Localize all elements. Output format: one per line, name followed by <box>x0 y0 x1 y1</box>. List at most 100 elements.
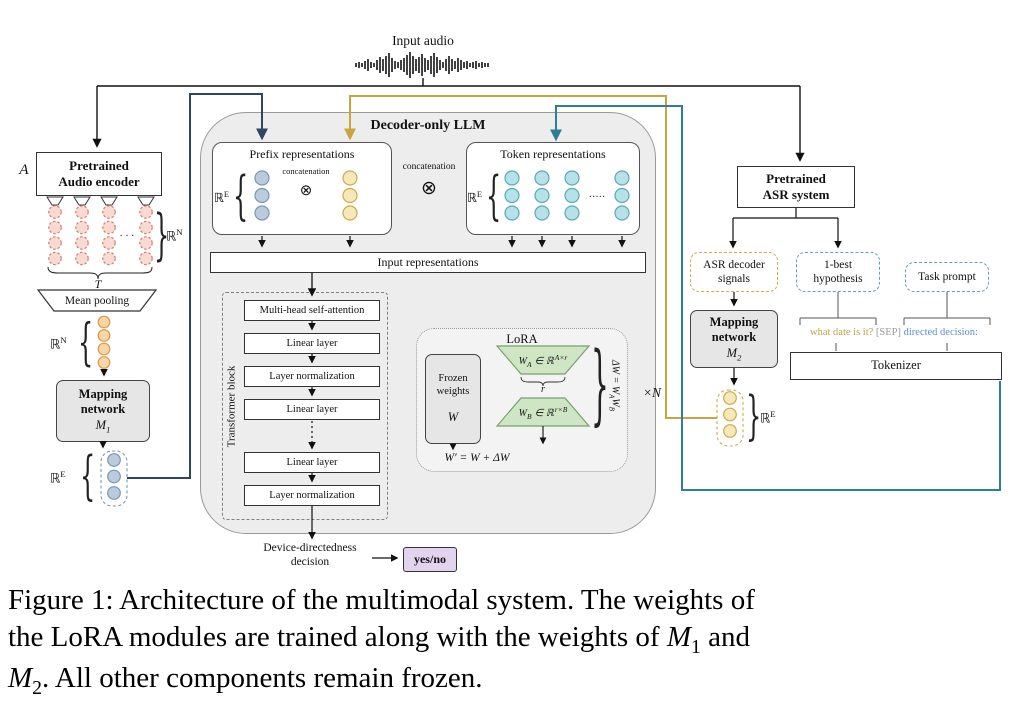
mapping-network-m1-box: Mapping network M1 <box>56 380 150 442</box>
decision-label: Device-directedness decision <box>248 542 372 569</box>
m1-network-line: network <box>80 402 126 417</box>
caption-line2-post: and <box>700 621 750 654</box>
decision-line2: decision <box>290 555 330 568</box>
task-prompt-box: Task prompt <box>905 262 989 292</box>
asr-system-box: Pretrained ASR system <box>737 166 855 208</box>
delta-w-label: ΔW = WAWB <box>607 339 620 431</box>
input-representations-box: Input representations <box>210 252 646 273</box>
asr-line1: Pretrained <box>766 170 826 186</box>
prompt-part2: [SEP] <box>875 327 901 338</box>
transformer-layer-2: Layer normalization <box>244 366 380 387</box>
caption-line3-sub: 2 <box>32 676 43 699</box>
audio-encoder-box: Pretrained Audio encoder <box>36 152 162 196</box>
rn-label: ℝN <box>166 227 183 244</box>
mean-pooling: Mean pooling <box>36 289 158 312</box>
m1-embedding-brace: { <box>80 445 96 507</box>
caption-line1-text: Figure 1: Architecture of the multimodal… <box>8 584 755 616</box>
re-token-sup: E <box>476 189 483 199</box>
hypothesis-line2: hypothesis <box>813 273 863 285</box>
transformer-layer-5: Layer normalization <box>244 485 380 506</box>
re-label-m2: ℝE <box>760 409 776 426</box>
transformer-layer-1: Linear layer <box>244 333 380 354</box>
transformer-layer-0: Multi-head self-attention <box>244 300 380 321</box>
m2-embedding-outline <box>716 389 744 447</box>
audio-waveform <box>355 52 489 78</box>
frozen-line1: Frozen <box>438 373 468 385</box>
token-brace: { <box>486 165 502 227</box>
re-prefix-sup: E <box>223 189 230 199</box>
decision-line1: Device-directedness <box>263 542 357 554</box>
caption-line3: M2. All other components remain frozen. <box>8 660 1020 701</box>
re-m2-base: ℝ <box>760 410 771 426</box>
decoder-llm-title: Decoder-only LLM <box>370 118 486 133</box>
prompt-text: what date is it? [SEP] directed decision… <box>782 327 1006 339</box>
prompt-part1: what date is it? <box>810 327 874 338</box>
re-token-base: ℝ <box>467 191 477 206</box>
m1-base: M <box>95 418 107 433</box>
re-m1-base: ℝ <box>50 470 61 486</box>
rn-sup: N <box>176 227 183 237</box>
hypothesis-line1: 1-best <box>823 258 853 271</box>
yes-no-box: yes/no <box>403 547 457 572</box>
m1-label: M1 <box>96 418 111 435</box>
otimes-outer: ⊗ <box>421 178 437 199</box>
frozen-line2: weights <box>436 386 470 398</box>
caption-line2-pre: the LoRA modules are trained along with … <box>8 621 667 654</box>
decoder-signals-line1: ASR decoder <box>703 258 765 271</box>
caption-line3-m: M <box>8 662 33 695</box>
mapping-network-m2-box: Mapping network M2 <box>690 310 778 368</box>
m2-embedding-brace: } <box>746 385 762 447</box>
w-prime-formula: W′ = W + ΔW <box>444 452 510 464</box>
re-label-token: ℝE <box>467 189 482 206</box>
asr-line2: ASR system <box>762 187 830 202</box>
encoder-dots: · · · <box>120 231 135 242</box>
orange-brace: { <box>78 312 94 372</box>
mean-pooling-label: Mean pooling <box>65 295 129 307</box>
frozen-weights-box: Frozen weights W <box>425 354 481 444</box>
frozen-w: W <box>447 410 459 425</box>
prefix-title: Prefix representations <box>249 147 355 161</box>
concatenation-label-outer: concatenation <box>402 162 456 172</box>
one-best-hypothesis-box: 1-best hypothesis <box>796 252 880 292</box>
dw-sub2: B <box>607 406 615 411</box>
input-audio-label: Input audio <box>392 33 454 48</box>
token-title: Token representations <box>500 147 606 161</box>
rn2-base: ℝ <box>50 336 61 352</box>
t-label: T <box>94 277 102 291</box>
otimes-inner: ⊗ <box>299 183 313 199</box>
m1-mapping-line: Mapping <box>78 386 128 401</box>
m1-sub: 1 <box>106 424 111 435</box>
m2-label: M2 <box>727 346 742 363</box>
rn-base: ℝ <box>166 228 177 244</box>
caption-line2-sub: 1 <box>690 635 701 658</box>
re-m2-sup: E <box>770 409 776 419</box>
audio-encoder-line1: Pretrained <box>69 157 129 173</box>
caption-line3-post: . All other components remain frozen. <box>42 662 483 695</box>
prefix-brace: { <box>233 165 249 227</box>
transformer-layer-4: Linear layer <box>244 452 380 473</box>
caption-line2: the LoRA modules are trained along with … <box>8 619 1020 660</box>
decoder-signals-line2: signals <box>718 273 750 285</box>
m2-network-line: network <box>711 330 757 345</box>
audio-encoder-line2: Audio encoder <box>58 174 140 189</box>
dw-pre: ΔW = W <box>609 359 621 395</box>
rn2-sup: N <box>60 335 67 345</box>
m1-embedding-outline <box>100 450 128 507</box>
re-label-m1: ℝE <box>50 469 66 486</box>
re-m1-sup: E <box>60 469 66 479</box>
tokenizer-box: Tokenizer <box>790 352 1002 380</box>
caption-line2-m: M <box>666 621 691 654</box>
asr-decoder-signals-box: ASR decoder signals <box>690 252 778 292</box>
r-label: r <box>541 384 545 395</box>
m2-mapping-line: Mapping <box>709 314 759 329</box>
transformer-layer-3: Linear layer <box>244 399 380 420</box>
transformer-block-label: Transformer block <box>225 365 238 448</box>
prompt-connectors <box>799 292 991 351</box>
prompt-part3: directed decision: <box>903 327 978 338</box>
caption-line1: Figure 1: Architecture of the multimodal… <box>8 582 1020 619</box>
m2-base: M <box>726 346 738 361</box>
xn-label: ×N <box>642 385 662 400</box>
re-label-prefix: ℝE <box>214 189 229 206</box>
concatenation-label-inner: concatenation <box>282 166 330 176</box>
